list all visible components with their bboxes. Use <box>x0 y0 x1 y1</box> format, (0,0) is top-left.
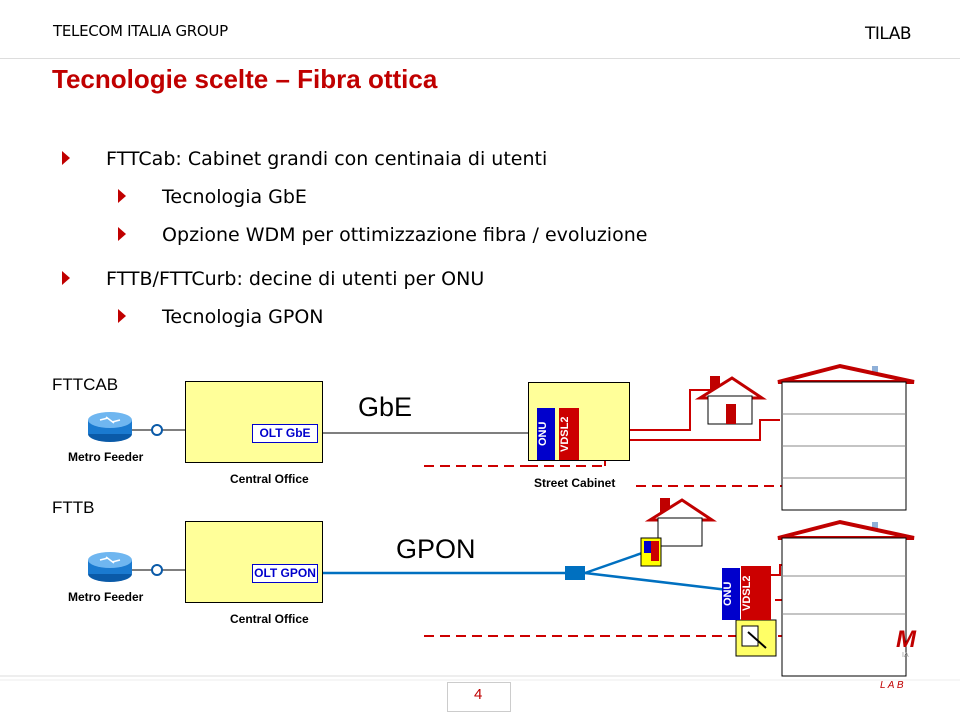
bullet-item: Opzione WDM per ottimizzazione fibra / e… <box>118 224 647 246</box>
metro-feeder-label: Metro Feeder <box>68 590 144 604</box>
bullet-text: Opzione WDM per ottimizzazione fibra / e… <box>162 224 648 246</box>
bullet-item: FTTCab: Cabinet grandi con centinaia di … <box>62 148 547 170</box>
copper-link <box>618 389 728 431</box>
bullet-item: Tecnologia GbE <box>118 186 307 208</box>
olt-gbe-box: OLT GbE <box>252 424 318 443</box>
lab-name: TILAB <box>865 24 912 44</box>
group-name: TELECOM ITALIA GROUP <box>53 22 228 40</box>
central-office-box <box>185 521 323 603</box>
bullet-arrow-icon <box>62 151 70 165</box>
brand-sub: IA <box>902 652 909 659</box>
street-cabinet-label: Street Cabinet <box>534 476 616 490</box>
page-title: Tecnologie scelte – Fibra ottica <box>52 64 438 94</box>
lab-logo: L A B <box>880 680 904 691</box>
building-icon <box>777 519 915 677</box>
bullet-item: FTTB/FTTCurb: decine di utenti per ONU <box>62 268 484 290</box>
central-office-label: Central Office <box>230 472 309 486</box>
router-icon <box>88 552 132 582</box>
onu-module: ONU <box>537 408 555 460</box>
page-number: 4 <box>474 686 483 703</box>
metro-feeder-label: Metro Feeder <box>68 450 144 464</box>
bullet-text: Tecnologia GPON <box>162 306 324 328</box>
central-office-label: Central Office <box>230 612 309 626</box>
router-icon <box>88 412 132 442</box>
olt-gpon-box: OLT GPON <box>252 564 318 583</box>
fiber-link <box>584 571 729 592</box>
port-icon <box>151 424 163 436</box>
page-number-box <box>447 682 511 712</box>
bullet-text: FTTCab: Cabinet grandi con centinaia di … <box>106 148 548 170</box>
splitter <box>565 566 585 580</box>
bullet-arrow-icon <box>62 271 70 285</box>
bullet-text: FTTB/FTTCurb: decine di utenti per ONU <box>106 268 485 290</box>
fiber-link <box>584 550 646 575</box>
house-icon <box>694 376 767 425</box>
house-icon <box>644 498 717 547</box>
home-onu <box>651 541 659 561</box>
vdsl2-module: VDSL2 <box>559 408 579 460</box>
port-icon <box>151 564 163 576</box>
bullet-arrow-icon <box>118 189 126 203</box>
copper-link <box>618 419 780 441</box>
home-onu <box>644 541 651 553</box>
brand-mark: M <box>896 626 916 653</box>
bullet-arrow-icon <box>118 309 126 323</box>
gpon-label: GPON <box>396 534 476 564</box>
bullet-arrow-icon <box>118 227 126 241</box>
vdsl2-module: VDSL2 <box>741 566 771 620</box>
bullet-item: Tecnologia GPON <box>118 306 324 328</box>
building-icon <box>777 363 915 511</box>
fttb-label: FTTB <box>52 498 95 517</box>
onu-module: ONU <box>722 568 740 620</box>
bullet-text: Tecnologia GbE <box>162 186 307 208</box>
central-office-box <box>185 381 323 463</box>
fttcab-label: FTTCAB <box>52 375 119 394</box>
basement-cabinet <box>735 619 777 657</box>
gbe-label: GbE <box>358 392 413 422</box>
header-divider <box>0 58 960 59</box>
